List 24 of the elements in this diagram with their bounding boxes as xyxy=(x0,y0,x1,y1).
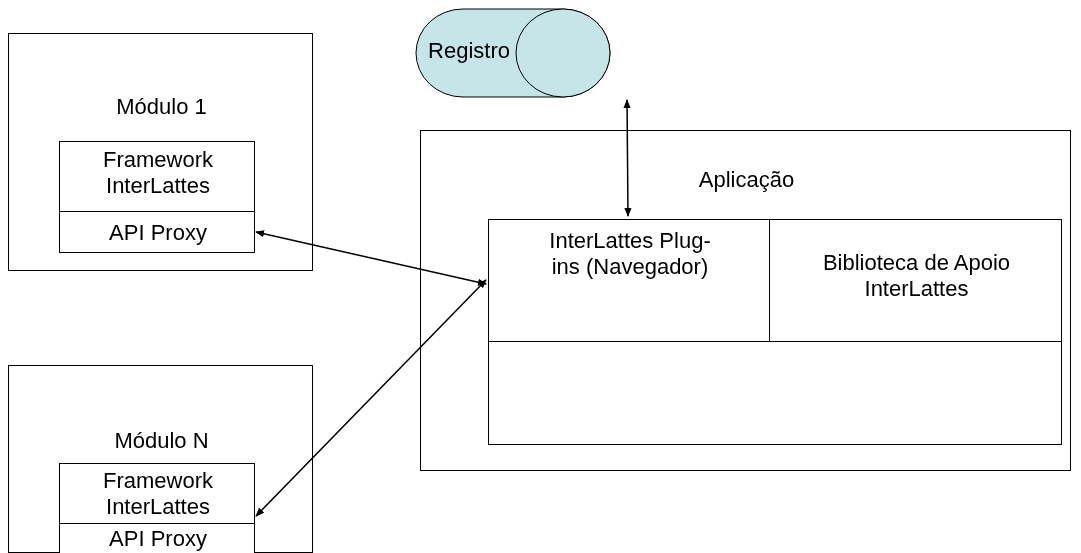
connector-arrow xyxy=(255,230,487,286)
component-cell xyxy=(769,219,1062,342)
component-cell xyxy=(59,523,255,553)
box-heading: Aplicação xyxy=(697,167,796,193)
component-cell xyxy=(488,219,770,342)
connector-arrow xyxy=(623,99,632,217)
component-label: Framework InterLattes xyxy=(102,468,214,520)
component-cell xyxy=(488,341,1062,445)
component-label: InterLattes Plug-ins (Navegador) xyxy=(548,228,712,280)
application-box xyxy=(420,130,1071,471)
connector-arrow xyxy=(255,279,487,517)
component-cell xyxy=(59,211,255,253)
module-box xyxy=(8,365,313,553)
component-label: API Proxy xyxy=(108,220,208,246)
component-label: API Proxy xyxy=(108,526,208,552)
component-label: Registro xyxy=(427,38,511,64)
component-cell xyxy=(59,141,255,212)
component-label: Biblioteca de Apoio InterLattes xyxy=(821,250,1012,302)
component-label: Framework InterLattes xyxy=(102,147,214,199)
registry-cylinder xyxy=(415,8,611,98)
module-box xyxy=(8,33,313,271)
box-heading: Módulo N xyxy=(113,428,210,454)
box-heading: Módulo 1 xyxy=(115,94,208,120)
component-cell xyxy=(59,463,255,525)
